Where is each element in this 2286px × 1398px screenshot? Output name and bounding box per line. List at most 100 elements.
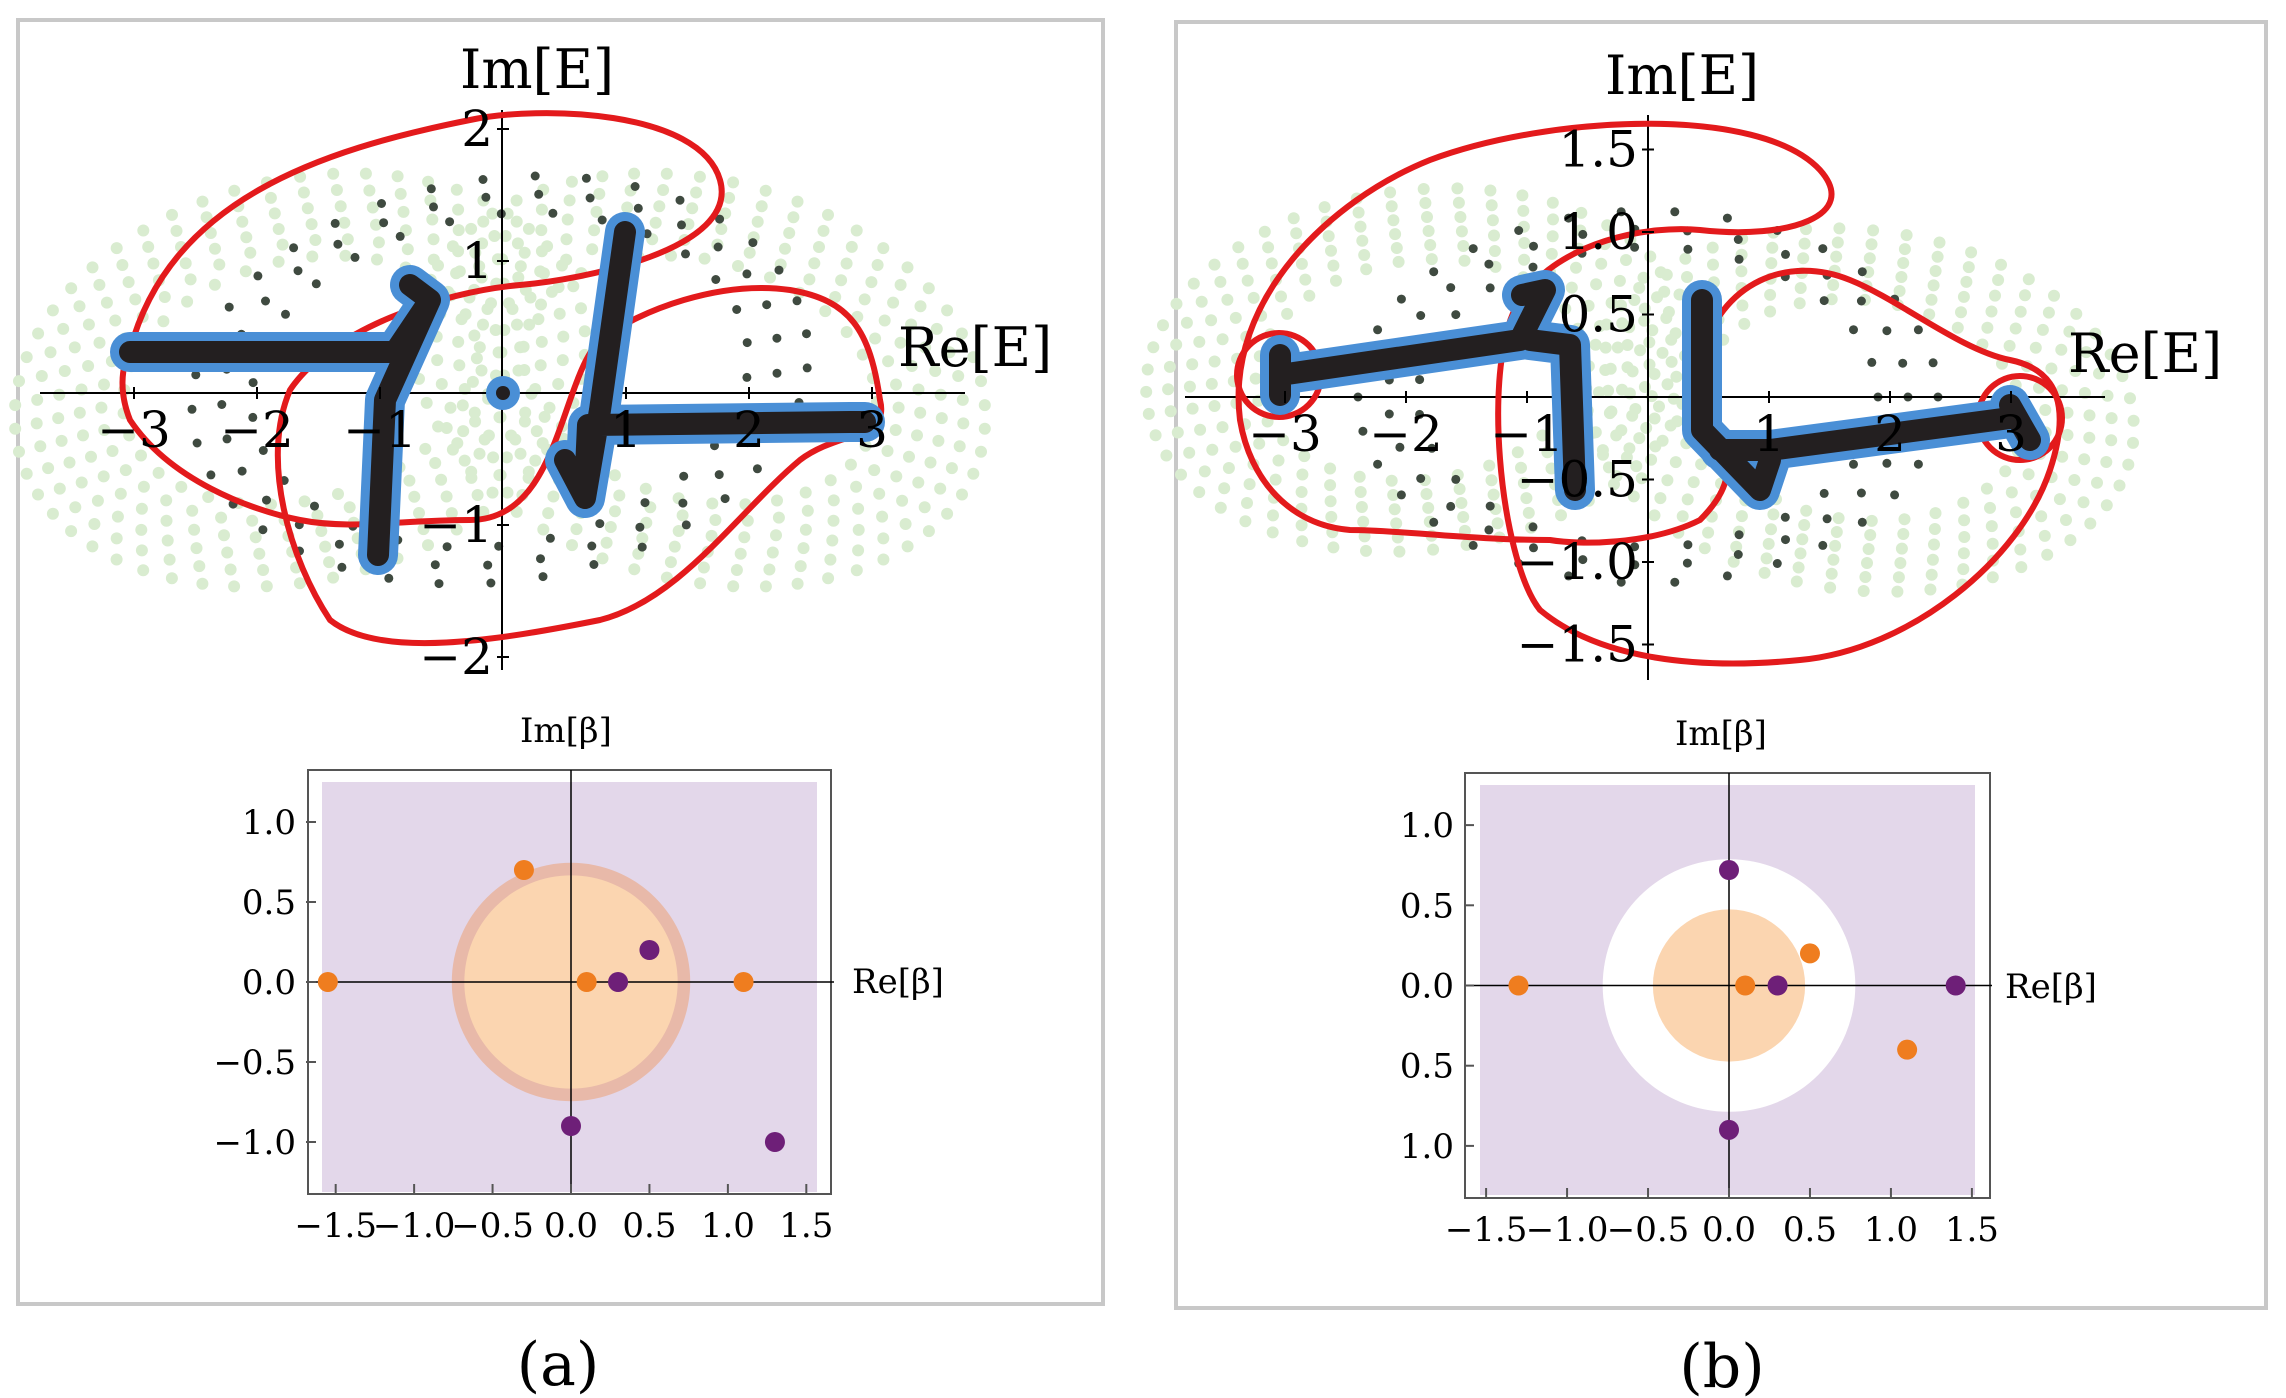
locus-dot (1630, 242, 1640, 252)
locus-dot (1669, 456, 1682, 469)
locus-dot (1295, 257, 1308, 270)
beta-x-tick-label: −0.5 (451, 1206, 534, 1246)
locus-dot (1929, 265, 1942, 277)
locus-dot (1387, 489, 1400, 501)
locus-dot (2045, 362, 2058, 375)
locus-dot (714, 470, 724, 480)
locus-dot (142, 240, 155, 253)
locus-dot (2029, 341, 2042, 354)
locus-dot (896, 494, 909, 507)
locus-dot (2093, 367, 2105, 380)
locus-dot (637, 542, 647, 552)
locus-dot (1687, 476, 1700, 489)
locus-dot (1468, 540, 1478, 550)
locus-dot (929, 365, 942, 377)
locus-dot (1891, 585, 1904, 598)
locus-dot (543, 401, 556, 414)
locus-dot (2100, 456, 2113, 468)
locus-dot (1183, 380, 1196, 393)
locus-dot (894, 278, 907, 291)
locus-dot (1206, 443, 1219, 456)
locus-dot (845, 240, 858, 253)
locus-dot (1613, 274, 1626, 287)
locus-dot (1661, 474, 1674, 487)
orange-point (1735, 975, 1756, 996)
locus-dot (42, 462, 55, 475)
locus-dot (330, 184, 343, 196)
locus-dot (366, 201, 379, 214)
locus-dot (85, 450, 97, 463)
locus-dot (1595, 257, 1608, 270)
locus-dot (522, 471, 535, 484)
locus-dot (485, 297, 497, 310)
locus-dot (538, 410, 551, 423)
orange-point (733, 972, 754, 992)
locus-dot (477, 505, 490, 518)
locus-dot (1429, 267, 1439, 277)
locus-dot (511, 237, 524, 250)
locus-dot (1296, 468, 1309, 481)
locus-dot (1564, 213, 1574, 223)
locus-dot (450, 183, 463, 196)
locus-dot (679, 471, 689, 481)
locus-dot (2116, 370, 2129, 383)
locus-dot (69, 501, 82, 514)
locus-dot (530, 425, 543, 438)
locus-dot (1267, 509, 1279, 522)
locus-dot (1453, 483, 1466, 495)
locus-dot (1384, 186, 1397, 199)
locus-dot (403, 474, 416, 487)
top-y-tick-label: −1 (419, 496, 493, 554)
red-curve (119, 110, 885, 647)
top-xlabel: Re[E] (2068, 322, 2222, 385)
locus-dot (1229, 440, 1242, 453)
locus-dot (1545, 247, 1558, 260)
locus-dot (435, 378, 448, 390)
locus-dot (1164, 405, 1177, 418)
beta-x-tick-label: 0.5 (622, 1206, 676, 1246)
locus-dot (453, 265, 466, 278)
locus-dot (2055, 343, 2068, 356)
locus-dot (914, 300, 927, 313)
locus-dot (905, 360, 918, 372)
locus-dot (1926, 553, 1939, 566)
locus-dot (941, 507, 954, 520)
locus-dot (1389, 228, 1402, 241)
locus-dot (1923, 308, 1936, 321)
locus-dot (1928, 523, 1941, 535)
top-x-tick-label: 2 (1874, 405, 1906, 463)
locus-dot (742, 269, 752, 279)
locus-dot (534, 359, 547, 372)
locus-dot (319, 540, 332, 553)
locus-dot (1857, 267, 1867, 277)
locus-dot (2084, 517, 2097, 530)
locus-dot (514, 447, 527, 460)
locus-dot (137, 224, 150, 237)
locus-dot (1735, 510, 1748, 523)
purple-point (639, 940, 660, 960)
locus-dot (1818, 244, 1828, 254)
locus-dot (311, 509, 324, 522)
locus-dot (1393, 545, 1406, 558)
beta-points (317, 860, 785, 1152)
locus-dot (943, 346, 956, 359)
locus-dot (426, 213, 439, 226)
locus-dot (914, 406, 927, 419)
locus-dot (82, 360, 95, 372)
locus-dot (850, 480, 863, 493)
locus-dot (476, 237, 489, 250)
locus-dot (2015, 561, 2028, 574)
locus-dot (819, 305, 832, 318)
locus-dot (600, 536, 613, 549)
locus-dot (535, 203, 548, 216)
locus-dot (249, 531, 262, 544)
locus-dot (771, 494, 783, 507)
locus-dot (473, 447, 486, 460)
locus-dot (13, 445, 25, 458)
locus-dot (57, 322, 70, 335)
locus-dot (1781, 535, 1790, 545)
locus-dot (1243, 478, 1256, 491)
locus-dot (1620, 451, 1633, 464)
